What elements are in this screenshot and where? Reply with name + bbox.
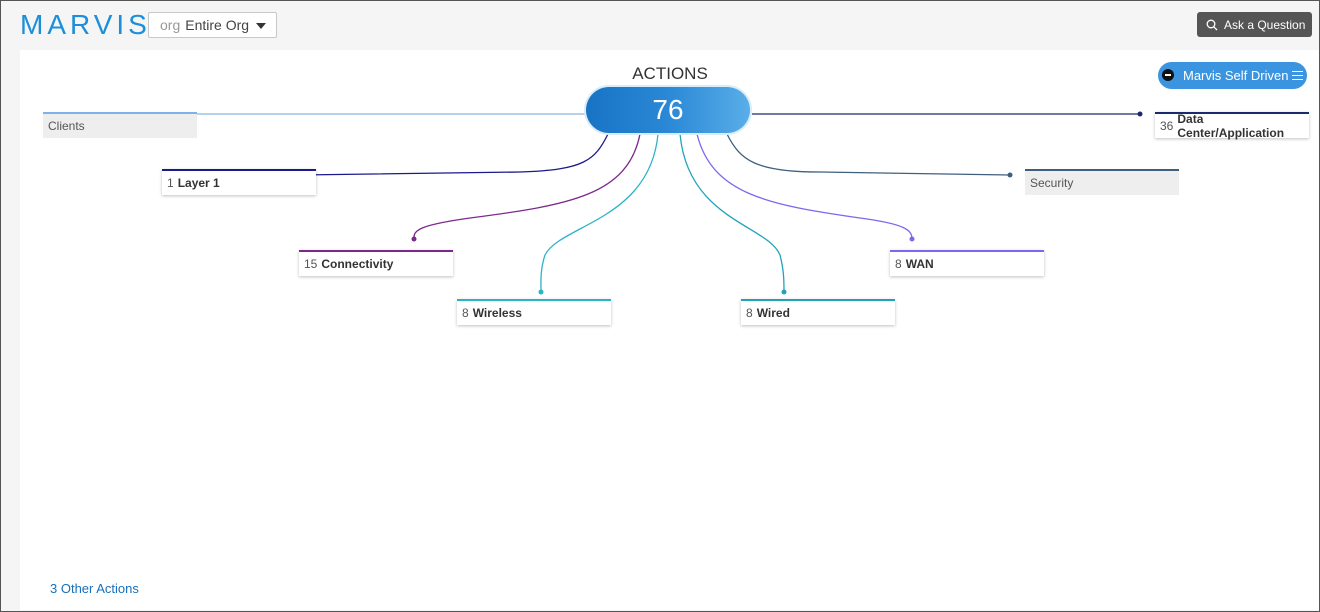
category-data-center-label: Data Center/Application <box>1177 112 1285 140</box>
ask-question-button[interactable]: Ask a Question <box>1197 12 1312 37</box>
link-wireless <box>540 133 659 293</box>
category-data-center[interactable]: 36 Data Center/Application <box>1155 112 1309 140</box>
category-clients[interactable]: Clients <box>43 112 197 138</box>
link-wan-dot <box>909 236 915 242</box>
category-wired[interactable]: 8 Wired <box>741 299 895 325</box>
link-wired-dot <box>781 289 787 295</box>
org-selector[interactable]: org Entire Org <box>148 12 277 38</box>
category-layer1-label: Layer 1 <box>177 176 220 190</box>
marvis-logo: MARVIS <box>20 9 151 40</box>
category-wired-label: Wired <box>756 306 790 320</box>
category-connectivity-count: 15 <box>304 257 318 271</box>
other-actions-link[interactable]: 3 Other Actions <box>50 581 139 596</box>
self-driven-button[interactable]: Marvis Self Driven <box>1158 62 1307 89</box>
category-wan-label: WAN <box>905 257 934 271</box>
category-data-center-count: 36 <box>1160 119 1174 133</box>
link-connectivity-dot <box>411 236 417 242</box>
category-connectivity-label: Connectivity <box>321 257 394 271</box>
category-wireless-count: 8 <box>462 306 469 320</box>
category-layer1[interactable]: 1 Layer 1 <box>162 169 316 195</box>
actions-title: ACTIONS <box>632 64 708 83</box>
category-security-label: Security <box>1030 176 1074 190</box>
category-wireless[interactable]: 8 Wireless <box>457 299 611 325</box>
self-driven-label: Marvis Self Driven <box>1183 68 1289 83</box>
org-value: Entire Org <box>185 17 250 33</box>
link-data-center-dot <box>1137 111 1143 117</box>
category-wired-count: 8 <box>746 306 753 320</box>
link-wan <box>696 133 913 240</box>
actions-canvas <box>20 50 1319 610</box>
link-security <box>726 133 1011 176</box>
self-driven-icon <box>1162 69 1174 81</box>
menu-icon <box>1292 71 1303 83</box>
org-prefix: org <box>160 17 181 33</box>
chevron-down-icon <box>256 23 266 29</box>
category-wan[interactable]: 8 WAN <box>890 250 1044 276</box>
category-security[interactable]: Security <box>1025 169 1179 195</box>
search-icon <box>1206 19 1218 30</box>
link-security-dot <box>1007 172 1013 178</box>
ask-question-label: Ask a Question <box>1224 17 1306 32</box>
category-clients-label: Clients <box>48 119 85 133</box>
link-connectivity <box>413 133 641 240</box>
total-actions-pill[interactable]: 76 <box>586 87 750 133</box>
category-layer1-count: 1 <box>167 176 174 190</box>
link-wired <box>679 133 785 293</box>
category-wan-count: 8 <box>895 257 902 271</box>
category-wireless-label: Wireless <box>472 306 522 320</box>
link-layer1 <box>299 133 609 176</box>
category-connectivity[interactable]: 15 Connectivity <box>299 250 453 276</box>
link-wireless-dot <box>538 289 544 295</box>
